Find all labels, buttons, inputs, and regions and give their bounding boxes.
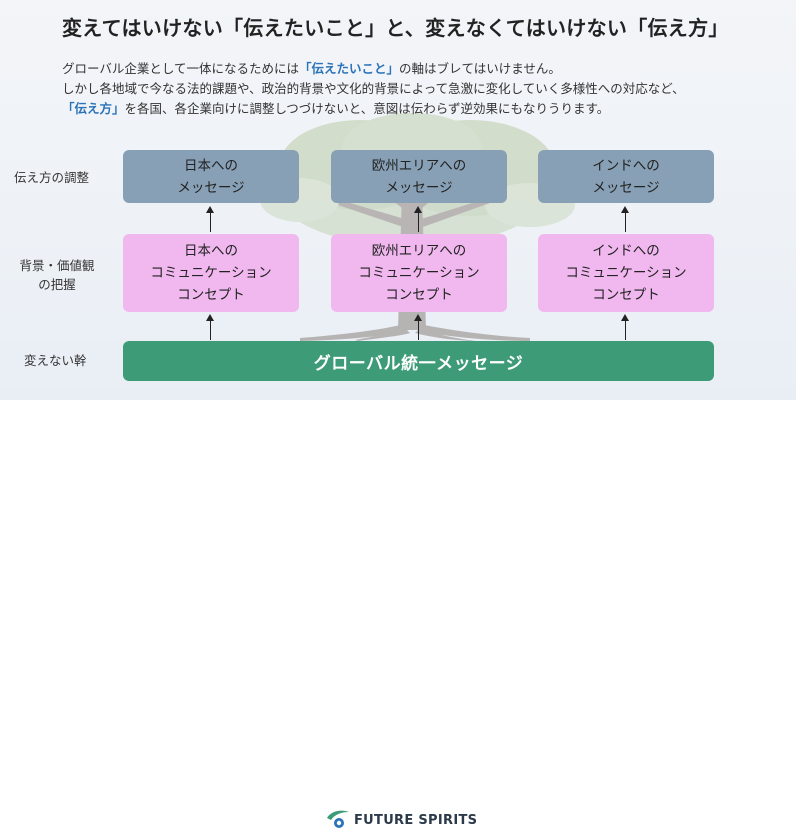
highlight-method: 「伝え方」: [62, 101, 125, 116]
concept-box-india: インドへのコミュニケーションコンセプト: [538, 234, 714, 312]
message-box-india: インドへのメッセージ: [538, 150, 714, 203]
arrow-up-icon: [621, 314, 630, 340]
row-label-background: 背景・価値観 の把握: [19, 258, 95, 292]
description-line-3: 「伝え方」を各国、各企業向けに調整しつづけないと、意図は伝わらず逆効果にもなりう…: [62, 101, 610, 116]
description-line-2: しかし各地域で今なる法的課題や、政治的背景や文化的背景によって急激に変化していく…: [62, 81, 685, 96]
logo-text: FUTURE SPIRITS: [354, 812, 478, 828]
page-title: 変えてはいけない「伝えたいこと」と、変えなくてはいけない「伝え方」: [62, 16, 729, 40]
company-logo: FUTURE SPIRITS: [326, 809, 477, 831]
slide: 変えてはいけない「伝えたいこと」と、変えなくてはいけない「伝え方」 グローバル企…: [0, 0, 796, 400]
row-label-trunk: 変えない幹: [24, 353, 87, 368]
arrow-up-icon: [206, 314, 215, 340]
global-message-bar: グローバル統一メッセージ: [123, 341, 714, 381]
concept-box-europe: 欧州エリアへのコミュニケーションコンセプト: [331, 234, 507, 312]
row-label-adjust: 伝え方の調整: [14, 170, 90, 185]
arrow-up-icon: [414, 314, 423, 340]
message-box-europe: 欧州エリアへのメッセージ: [331, 150, 507, 203]
arrow-up-icon: [206, 206, 215, 232]
footer: FUTURE SPIRITS: [0, 400, 796, 828]
concept-box-japan: 日本へのコミュニケーションコンセプト: [123, 234, 299, 312]
arrow-up-icon: [621, 206, 630, 232]
logo-mark-icon: [327, 810, 349, 828]
description-line-1: グローバル企業として一体になるためには「伝えたいこと」の軸はブレてはいけません。: [62, 61, 561, 76]
message-box-japan: 日本へのメッセージ: [123, 150, 299, 203]
highlight-message: 「伝えたいこと」: [299, 61, 400, 76]
arrow-up-icon: [414, 206, 423, 232]
